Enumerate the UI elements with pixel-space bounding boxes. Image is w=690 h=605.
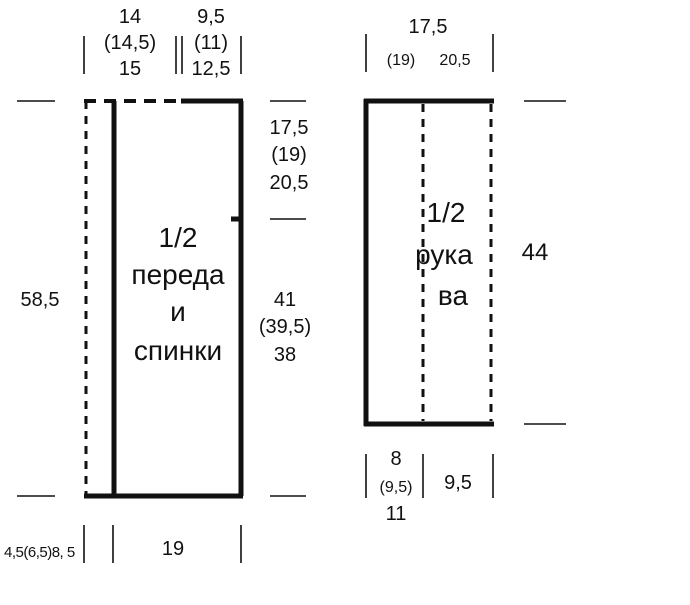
- sleeve-top-sub-1: (19): [387, 52, 415, 69]
- armhole-size-1: 17,5: [270, 117, 309, 139]
- side-length-2: (39,5): [259, 316, 311, 338]
- body-title-4: спинки: [134, 335, 222, 366]
- total-length: 58,5: [21, 289, 60, 311]
- shoulder-size-3: 12,5: [192, 58, 231, 80]
- body-title-3: и: [170, 296, 186, 327]
- neck-size-3: 15: [119, 58, 141, 80]
- sleeve-top-width: 17,5: [409, 16, 448, 38]
- shoulder-size-1: 9,5: [197, 6, 225, 28]
- side-length-3: 38: [274, 344, 296, 366]
- sleeve-bottom-left-2: (9,5): [380, 479, 413, 496]
- bottom-width: 19: [162, 538, 184, 560]
- armhole-size-3: 20,5: [270, 172, 309, 194]
- sleeve-bottom-right: 9,5: [444, 472, 472, 494]
- shoulder-size-2: (11): [194, 32, 228, 54]
- neck-size-2: (14,5): [104, 32, 156, 54]
- armhole-size-2: (19): [271, 144, 307, 166]
- sleeve-piece: 17,5 (19) 20,5 44 1/2 рука ва 8 (9,5) 11…: [363, 16, 566, 525]
- sleeve-bottom-left-3: 11: [386, 503, 407, 525]
- body-title-1: 1/2: [159, 222, 198, 253]
- sleeve-top-sub-2: 20,5: [439, 52, 470, 69]
- side-length-1: 41: [274, 289, 296, 311]
- body-piece: 14 (14,5) 15 9,5 (11) 12,5 17,5 (19) 20,…: [4, 6, 311, 563]
- sleeve-bottom-left-1: 8: [390, 448, 401, 470]
- bottom-left-size: 4,5(6,5)8, 5: [4, 544, 75, 561]
- sleeve-length: 44: [522, 239, 549, 266]
- body-title-2: переда: [131, 259, 225, 290]
- sleeve-title-1: 1/2: [427, 197, 466, 228]
- sleeve-title-2: рука: [415, 239, 473, 270]
- neck-size-1: 14: [119, 6, 141, 28]
- sleeve-title-3: ва: [438, 280, 469, 311]
